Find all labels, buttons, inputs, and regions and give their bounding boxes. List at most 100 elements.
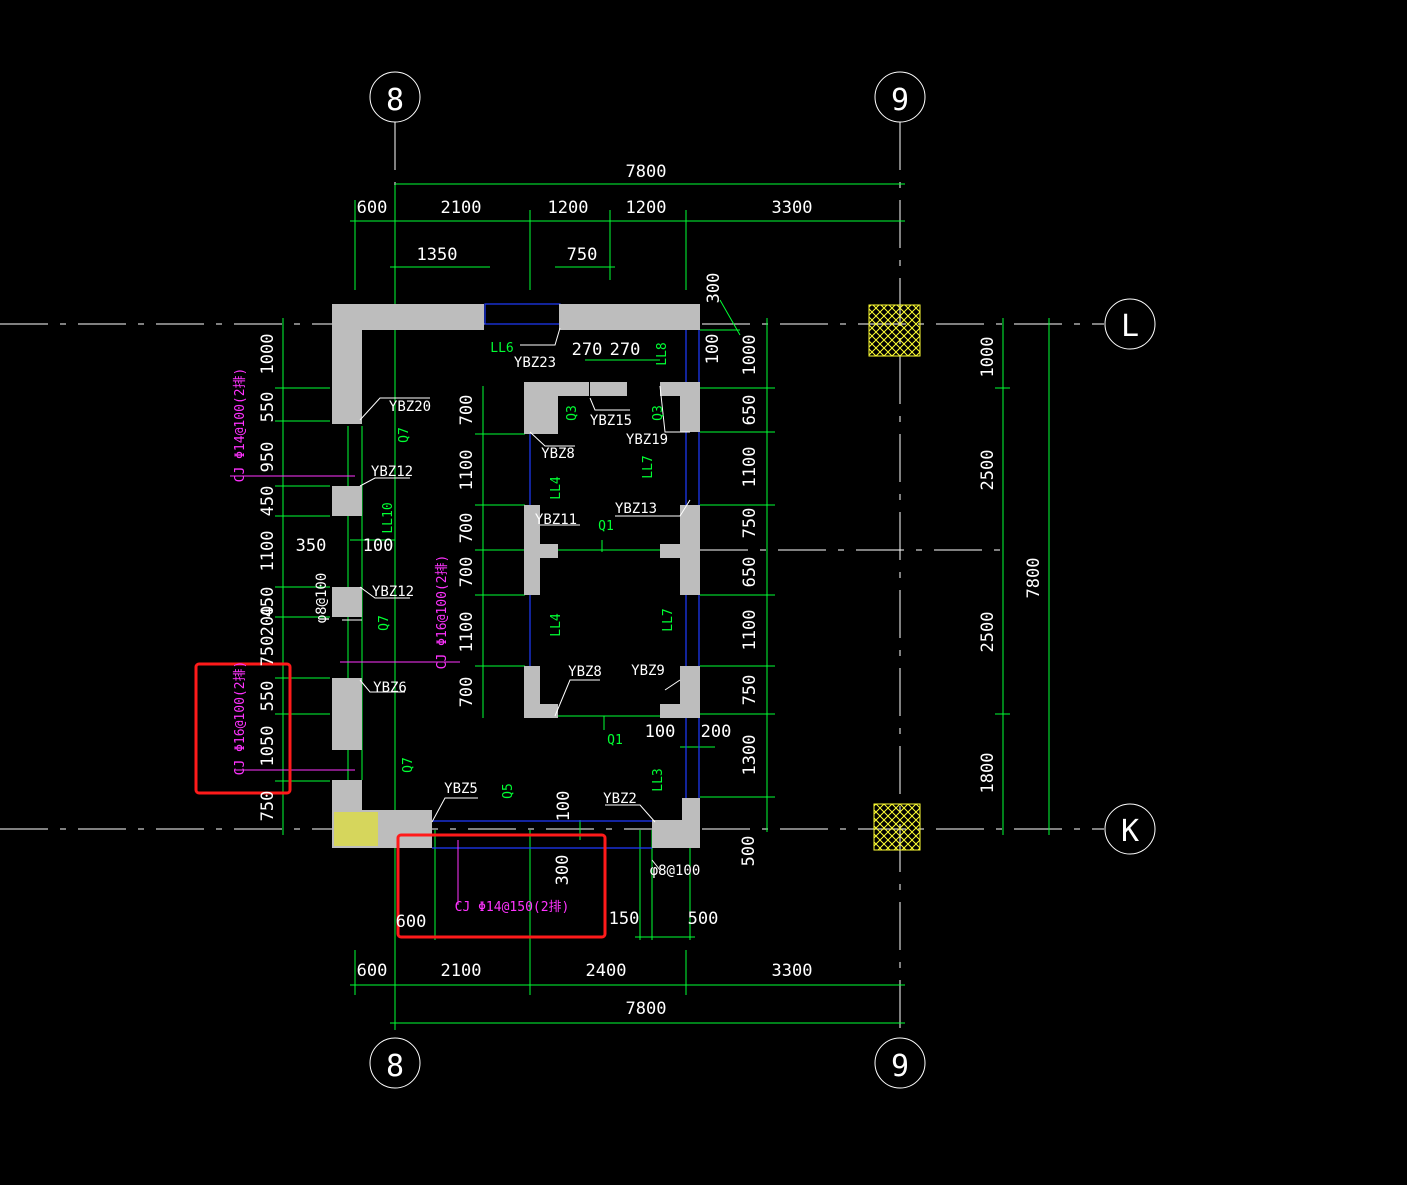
- member-label-1: YBZ20: [389, 399, 431, 415]
- member-label-6: YBZ11: [535, 512, 577, 528]
- dim-right-6: 750: [740, 675, 760, 706]
- axis-label-K: K: [1121, 814, 1139, 849]
- axis-bubble-8-top[interactable]: [369, 71, 421, 123]
- member-green-7: LL10: [381, 502, 396, 533]
- member-label-10: YBZ8: [568, 664, 602, 680]
- hatched-columns: [868, 304, 921, 851]
- dim-right-7: 1300: [740, 735, 760, 776]
- dim-far-right-2: 2500: [978, 612, 998, 653]
- axis-label-L: L: [1121, 309, 1139, 344]
- dim-left-6: 200: [258, 606, 278, 637]
- axis-label-8-bottom: 8: [386, 1049, 404, 1084]
- member-label-9: YBZ6: [373, 680, 407, 696]
- dim-bottom-sub-200: 200: [701, 722, 732, 742]
- dim-right-0: 1000: [740, 335, 760, 376]
- dim-left-9: 1050: [258, 726, 278, 767]
- member-green-3: Q3: [651, 405, 666, 421]
- column-ybz12-a[interactable]: [332, 486, 362, 516]
- dim-top-3: 1200: [626, 198, 667, 218]
- column-ybz12-b[interactable]: [332, 587, 362, 617]
- dim-top-2: 1200: [548, 198, 589, 218]
- member-green-6: LL4: [549, 476, 564, 500]
- wall-left-upper[interactable]: [332, 304, 362, 424]
- axis-bubble-9-top[interactable]: [874, 71, 926, 123]
- dim-top-sub-1: 750: [567, 245, 598, 265]
- dim-far-right-0: 1000: [978, 337, 998, 378]
- dim-far-right-1: 2500: [978, 450, 998, 491]
- member-label-13: YBZ2: [603, 791, 637, 807]
- dim-left-7: 750: [258, 636, 278, 667]
- dim-bottom-sub-300: 300: [553, 855, 573, 886]
- member-green-11: LL7: [661, 608, 676, 631]
- dim-left-2: 950: [258, 442, 278, 473]
- axis-bubble-8-bottom[interactable]: [369, 1037, 421, 1089]
- dim-top-sub-0: 1350: [417, 245, 458, 265]
- column-hatch-K[interactable]: [873, 803, 921, 851]
- note-bottom: CJ Φ14@150(2排): [455, 900, 570, 915]
- dim-left-10: 750: [258, 791, 278, 822]
- dim-left-3: 450: [258, 486, 278, 517]
- leader-lines: [342, 327, 691, 871]
- dim-right-1: 650: [740, 395, 760, 426]
- axis-label-9-bottom: 9: [891, 1049, 909, 1084]
- rebar-label-bottom: φ8@100: [650, 863, 701, 879]
- dim-top-total: 7800: [626, 162, 667, 182]
- wall-top-right[interactable]: [559, 304, 700, 330]
- member-green-1: LL8: [655, 342, 670, 365]
- member-label-2: YBZ15: [590, 413, 632, 429]
- dim-mid-4: 1100: [457, 612, 477, 653]
- axis-bubble-K[interactable]: [1104, 803, 1156, 855]
- member-label-8: YBZ12: [372, 584, 414, 600]
- member-green-5: LL7: [641, 455, 656, 478]
- axis-bubble-9-bottom[interactable]: [874, 1037, 926, 1089]
- member-green-15: LL3: [651, 768, 666, 791]
- dim-left-4: 1100: [258, 531, 278, 572]
- member-green-9: Q7: [377, 615, 392, 631]
- axis-bubble-L[interactable]: [1104, 298, 1156, 350]
- dim-bottom-sub-100: 100: [554, 791, 574, 822]
- dim-left-8: 550: [258, 681, 278, 712]
- member-label-12: YBZ5: [444, 781, 478, 797]
- dim-bottom-sub-500: 500: [688, 909, 719, 929]
- dim-small-100: 100: [703, 334, 723, 365]
- note-left-top: CJ Φ14@100(2排): [233, 368, 248, 483]
- note-center: CJ Φ16@100(2排): [435, 555, 450, 670]
- dim-bottom-3: 3300: [772, 961, 813, 981]
- column-ybz6[interactable]: [332, 678, 362, 750]
- dim-mid-2: 700: [457, 513, 477, 544]
- axis-bubbles: [369, 71, 1156, 1089]
- member-label-5: YBZ12: [371, 464, 413, 480]
- column-hatch-L[interactable]: [868, 304, 921, 357]
- dim-bottom-sub-500b: 500: [739, 836, 759, 867]
- dim-right-4: 650: [740, 557, 760, 588]
- dim-small-270-a: 270: [572, 340, 603, 360]
- member-green-10: LL4: [549, 613, 564, 637]
- dim-bottom-sub-100b: 100: [645, 722, 676, 742]
- dim-mid-1: 1100: [457, 450, 477, 491]
- dim-left-0: 1000: [258, 334, 278, 375]
- dim-right-5: 1100: [740, 610, 760, 651]
- member-green-2: Q3: [565, 405, 580, 421]
- walls: [332, 304, 700, 848]
- highlight-bottom: [396, 833, 607, 939]
- member-green-4: Q7: [397, 427, 412, 443]
- member-label-3: YBZ19: [626, 432, 668, 448]
- dim-top-4: 3300: [772, 198, 813, 218]
- dim-bottom-0: 600: [357, 961, 388, 981]
- member-label-11: YBZ9: [631, 663, 665, 679]
- dim-right-2: 1100: [740, 447, 760, 488]
- dim-bottom-total: 7800: [626, 999, 667, 1019]
- dim-far-total: 7800: [1024, 558, 1044, 599]
- axis-label-9-top: 9: [891, 83, 909, 118]
- dim-top-0: 600: [357, 198, 388, 218]
- dim-left-100: 100: [363, 536, 394, 556]
- member-green-14: Q5: [501, 783, 516, 799]
- dim-small-300: 300: [704, 273, 724, 304]
- dim-bottom-1: 2100: [441, 961, 482, 981]
- dim-mid-5: 700: [457, 677, 477, 708]
- axis-label-8-top: 8: [386, 83, 404, 118]
- dim-left-1: 550: [258, 392, 278, 423]
- dim-far-right-3: 1800: [978, 753, 998, 794]
